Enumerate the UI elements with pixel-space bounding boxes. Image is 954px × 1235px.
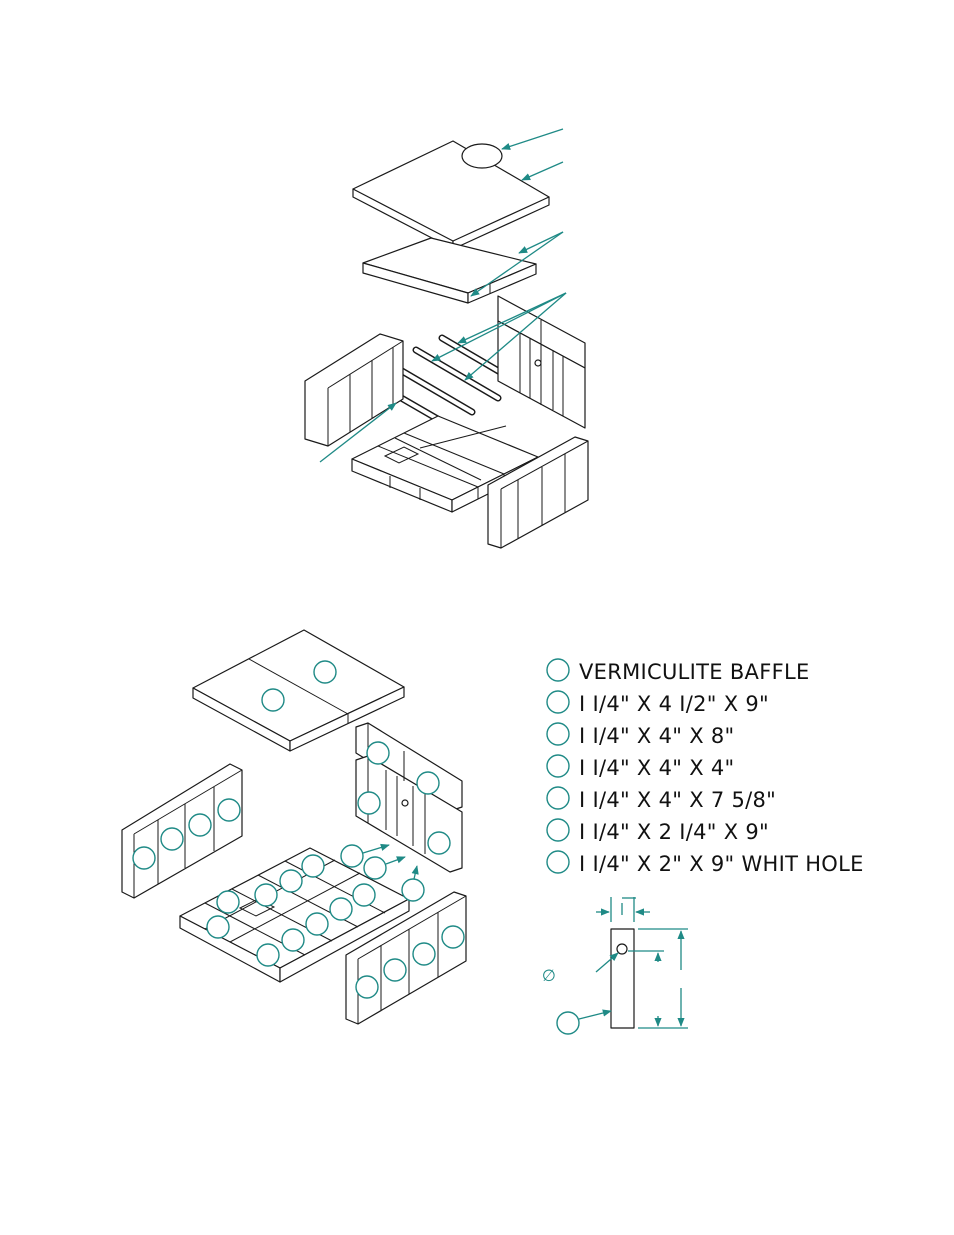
legend-bubble <box>546 754 570 778</box>
legend-label: I I/4" X 4" X 7 5/8" <box>579 788 776 812</box>
front-wall-top <box>487 436 589 549</box>
left-side-wall-top <box>304 333 404 447</box>
legend-label: I I/4" X 4" X 8" <box>579 724 734 748</box>
legend-label: VERMICULITE BAFFLE <box>579 660 810 684</box>
parts-legend: VERMICULITE BAFFLE I I/4" X 4 I/2" X 9" … <box>546 658 864 876</box>
labeled-view-bottom <box>121 629 467 1025</box>
legend-item-3: I I/4" X 4" X 8" <box>546 722 734 748</box>
back-wall-top <box>497 295 586 429</box>
vermiculite-baffle-board <box>352 140 550 250</box>
legend-bubble <box>546 658 570 682</box>
legend-bubble <box>546 722 570 746</box>
legend-label: I I/4" X 4" X 4" <box>579 756 734 780</box>
upper-split-board <box>362 237 537 304</box>
front-wall-bottom <box>345 891 467 1025</box>
leader-lines-top <box>319 128 567 463</box>
back-wall-bottom <box>355 722 463 873</box>
legend-item-5: I I/4" X 4" X 7 5/8" <box>546 786 776 812</box>
legend-bubble <box>546 786 570 810</box>
legend-bubble <box>546 818 570 842</box>
legend-label: I I/4" X 2 I/4" X 9" <box>579 820 769 844</box>
floor-bricks-bottom <box>179 847 410 983</box>
baffle-cap-disc <box>461 143 503 169</box>
callout-bubbles-rear <box>340 843 425 902</box>
legend-item-4: I I/4" X 4" X 4" <box>546 754 734 780</box>
legend-bubble <box>546 690 570 714</box>
legend-label: I I/4" X 2" X 9" WHIT HOLE <box>579 852 864 876</box>
legend-item-7: I I/4" X 2" X 9" WHIT HOLE <box>546 850 864 876</box>
legend-label: I I/4" X 4 I/2" X 9" <box>579 692 769 716</box>
exploded-view-top <box>304 128 589 549</box>
legend-item-1: VERMICULITE BAFFLE <box>546 658 810 684</box>
diameter-symbol: ∅ <box>542 966 556 985</box>
baffle-board-bottom <box>192 629 405 752</box>
brick-with-hole-detail: ∅ <box>542 897 688 1035</box>
legend-item-2: I I/4" X 4 I/2" X 9" <box>546 690 769 716</box>
legend-item-6: I I/4" X 2 I/4" X 9" <box>546 818 769 844</box>
legend-bubble <box>546 850 570 874</box>
left-side-wall-bottom <box>121 763 243 899</box>
